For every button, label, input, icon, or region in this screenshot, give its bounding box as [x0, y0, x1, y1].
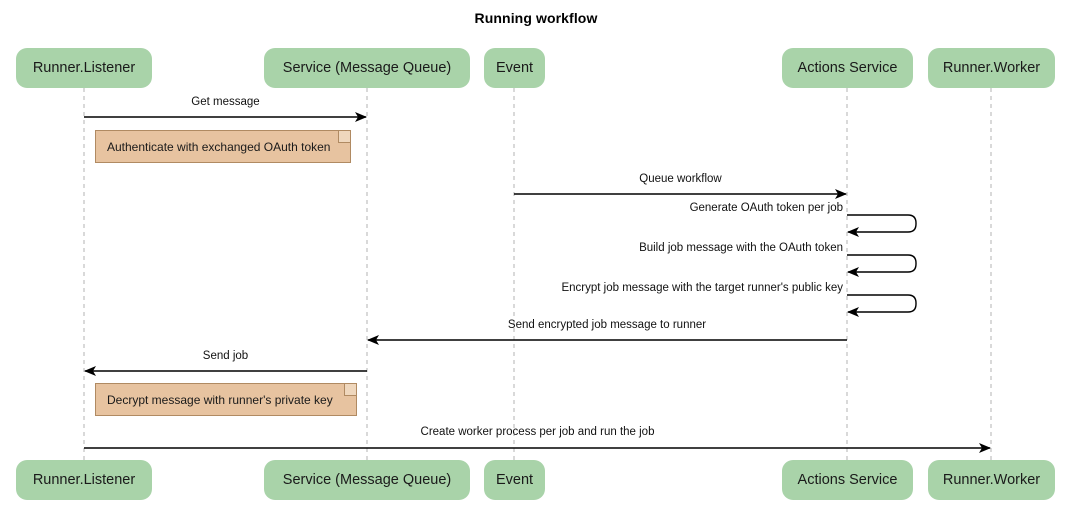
actor-label: Runner.Listener [32, 60, 136, 76]
actor-actions-service-bottom[interactable]: Actions Service [782, 460, 913, 500]
message-label-build-job-message-with-the-oauth-token: Build job message with the OAuth token [639, 242, 843, 254]
actor-runner-worker-top[interactable]: Runner.Worker [928, 48, 1055, 88]
note-fold-corner-icon [344, 384, 356, 396]
message-label-get-message: Get message [191, 96, 260, 108]
actor-label: Service (Message Queue) [282, 60, 452, 76]
actor-label: Service (Message Queue) [282, 472, 452, 488]
note-authenticate-note: Authenticate with exchanged OAuth token [95, 130, 351, 163]
message-label-send-encrypted-job-message-to-runner: Send encrypted job message to runner [507, 319, 707, 331]
note-decrypt-note: Decrypt message with runner's private ke… [95, 383, 357, 416]
message-label-send-job: Send job [202, 350, 249, 362]
message-label-create-worker-process-per-job-and-run-the-job: Create worker process per job and run th… [420, 426, 655, 438]
actor-event-bottom[interactable]: Event [484, 460, 545, 500]
actor-label: Event [495, 60, 534, 76]
message-build-job-message-with-the-oauth-token [847, 254, 917, 277]
note-text: Decrypt message with runner's private ke… [107, 392, 333, 407]
note-text: Authenticate with exchanged OAuth token [107, 139, 331, 154]
actor-label: Runner.Worker [942, 472, 1041, 488]
actor-label: Event [495, 472, 534, 488]
note-fold-corner-icon [338, 131, 350, 143]
actor-label: Runner.Listener [32, 472, 136, 488]
actor-runner-worker-bottom[interactable]: Runner.Worker [928, 460, 1055, 500]
message-generate-oauth-token-per-job [847, 214, 917, 237]
actor-service-message-queue-top[interactable]: Service (Message Queue) [264, 48, 470, 88]
actor-service-message-queue-bottom[interactable]: Service (Message Queue) [264, 460, 470, 500]
actor-label: Actions Service [797, 60, 898, 76]
actor-label: Actions Service [797, 472, 898, 488]
actor-event-top[interactable]: Event [484, 48, 545, 88]
message-label-encrypt-job-message-with-the-target-runners-public-key: Encrypt job message with the target runn… [561, 282, 843, 294]
message-label-queue-workflow: Queue workflow [639, 173, 722, 185]
actor-runner-listener-top[interactable]: Runner.Listener [16, 48, 152, 88]
message-label-generate-oauth-token-per-job: Generate OAuth token per job [689, 202, 843, 214]
page-title: Running workflow [474, 10, 598, 26]
actor-runner-listener-bottom[interactable]: Runner.Listener [16, 460, 152, 500]
actor-label: Runner.Worker [942, 60, 1041, 76]
message-encrypt-job-message-with-the-target-runners-public-key [847, 294, 917, 317]
messages-group [84, 112, 991, 453]
actor-actions-service-top[interactable]: Actions Service [782, 48, 913, 88]
